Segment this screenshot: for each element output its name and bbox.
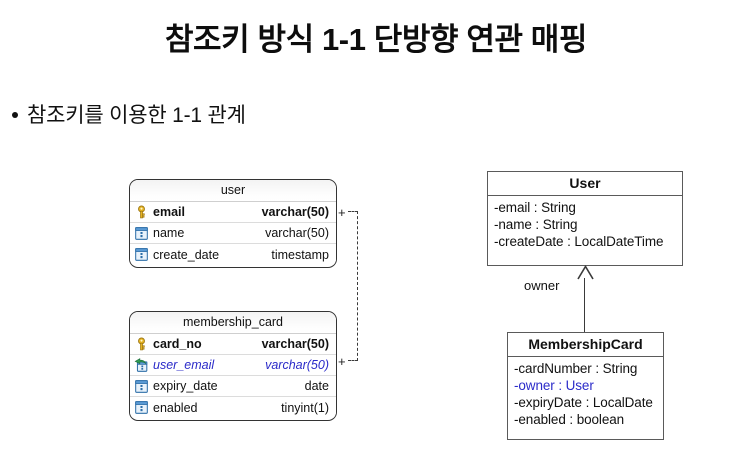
column-icon (134, 379, 149, 394)
arrowhead-icon (577, 265, 594, 280)
er-table-membership-card[interactable]: membership_card card_no varchar(50) (129, 311, 337, 421)
er-table-title: user (130, 180, 336, 202)
bullet-text: 참조키를 이용한 1-1 관계 (27, 104, 246, 127)
relation-end-marker: + (338, 354, 346, 369)
er-column-row[interactable]: user_email varchar(50) (130, 355, 336, 376)
column-icon (134, 400, 149, 415)
column-icon (134, 226, 149, 241)
er-column-name: email (153, 205, 185, 219)
uml-attribute-highlighted: -owner : User (514, 378, 594, 393)
er-column-name: expiry_date (153, 379, 218, 393)
relation-start-marker: + (338, 205, 346, 220)
bullet-dot-icon (12, 112, 18, 118)
uml-attribute: -cardNumber : String (514, 361, 638, 376)
er-column-row[interactable]: email varchar(50) (130, 202, 336, 223)
uml-attribute: -email : String (494, 200, 576, 215)
er-column-name: create_date (153, 247, 220, 262)
er-column-type: varchar(50) (265, 226, 329, 240)
uml-attribute: -name : String (494, 217, 578, 232)
relation-line-top (348, 211, 358, 212)
er-column-type: varchar(50) (261, 337, 329, 351)
er-column-name: card_no (153, 337, 202, 351)
er-column-row[interactable]: create_date timestamp (130, 244, 336, 265)
uml-attribute-list: -email : String -name : String -createDa… (488, 196, 682, 254)
uml-attribute: -createDate : LocalDateTime (494, 234, 664, 249)
er-column-name: user_email (153, 358, 215, 372)
uml-class-membership-card[interactable]: MembershipCard -cardNumber : String -own… (507, 332, 664, 440)
er-column-row[interactable]: expiry_date date (130, 376, 336, 397)
er-table-title: membership_card (130, 312, 336, 334)
er-column-type: varchar(50) (265, 358, 329, 372)
uml-attribute: -expiryDate : LocalDate (514, 395, 653, 410)
er-column-row[interactable]: enabled tinyint(1) (130, 397, 336, 418)
uml-class-name: User (488, 172, 682, 196)
primary-key-icon (134, 337, 149, 352)
er-table-user[interactable]: user email varchar(50) (129, 179, 337, 268)
page-title: 참조키 방식 1-1 단방향 연관 매핑 (164, 22, 588, 57)
relation-line-vertical (357, 211, 358, 361)
er-column-name: name (153, 226, 185, 240)
er-column-type: timestamp (271, 247, 329, 262)
er-column-type: tinyint(1) (281, 400, 329, 415)
er-column-row[interactable]: name varchar(50) (130, 223, 336, 244)
er-column-name: enabled (153, 400, 198, 415)
er-column-type: varchar(50) (261, 205, 329, 219)
relation-line-bottom (348, 360, 358, 361)
uml-attribute-list: -cardNumber : String -owner : User -expi… (508, 357, 663, 432)
association-label: owner (524, 278, 560, 293)
association-line (584, 278, 585, 332)
uml-class-name: MembershipCard (508, 333, 663, 357)
bullet-item: 참조키를 이용한 1-1 관계 (12, 99, 246, 129)
uml-attribute: -enabled : boolean (514, 412, 625, 427)
er-column-type: date (304, 379, 329, 393)
er-column-row[interactable]: card_no varchar(50) (130, 334, 336, 355)
uml-class-user[interactable]: User -email : String -name : String -cre… (487, 171, 683, 266)
foreign-key-icon (134, 357, 149, 373)
column-icon (134, 247, 149, 262)
primary-key-icon (134, 205, 149, 220)
